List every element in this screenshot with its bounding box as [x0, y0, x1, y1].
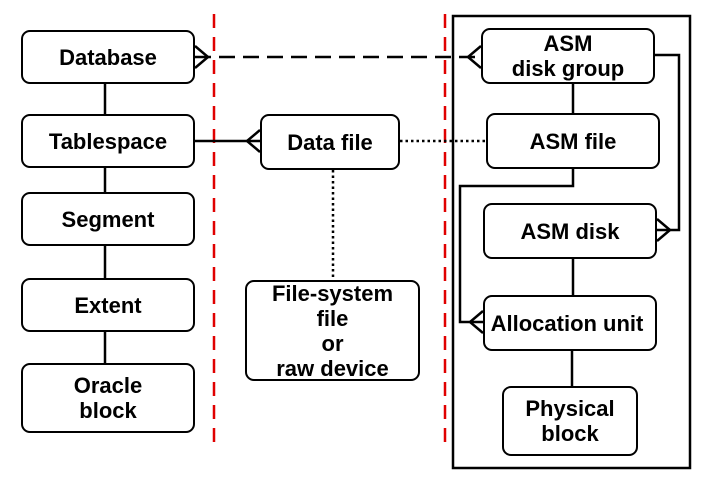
asm-disk-group-box: ASM disk group — [481, 28, 655, 84]
data-file-box: Data file — [260, 114, 400, 170]
database-label: Database — [59, 44, 157, 70]
asm-disk-box: ASM disk — [483, 203, 657, 259]
segment-box: Segment — [21, 192, 195, 246]
asm-disk-label: ASM disk — [520, 218, 620, 244]
oracle-block-label: Oracle block — [73, 373, 143, 423]
asm-file-label: ASM file — [529, 128, 617, 154]
file-system-file-label: File-system file or raw device — [271, 280, 394, 381]
allocation-unit-box: Allocation unit — [483, 295, 657, 351]
asm-container — [451, 14, 692, 470]
physical-block-label: Physical block — [525, 396, 615, 446]
link-asm-file-allocation-unit — [458, 169, 575, 334]
segment-label: Segment — [61, 206, 155, 232]
database-box: Database — [21, 30, 195, 84]
link-database-asm-disk-group — [194, 45, 482, 69]
data-file-label: Data file — [287, 129, 373, 155]
oracle-block-box: Oracle block — [21, 363, 195, 433]
asm-disk-group-label: ASM disk group — [511, 31, 625, 81]
file-system-file-box: File-system file or raw device — [245, 280, 420, 381]
extent-box: Extent — [21, 278, 195, 332]
physical-block-box: Physical block — [502, 386, 638, 456]
asm-file-box: ASM file — [486, 113, 660, 169]
link-asm-group-asm-disk — [655, 53, 681, 242]
allocation-unit-label: Allocation unit — [490, 310, 644, 336]
tablespace-box: Tablespace — [21, 114, 195, 168]
extent-label: Extent — [74, 292, 142, 318]
tablespace-label: Tablespace — [48, 128, 168, 154]
